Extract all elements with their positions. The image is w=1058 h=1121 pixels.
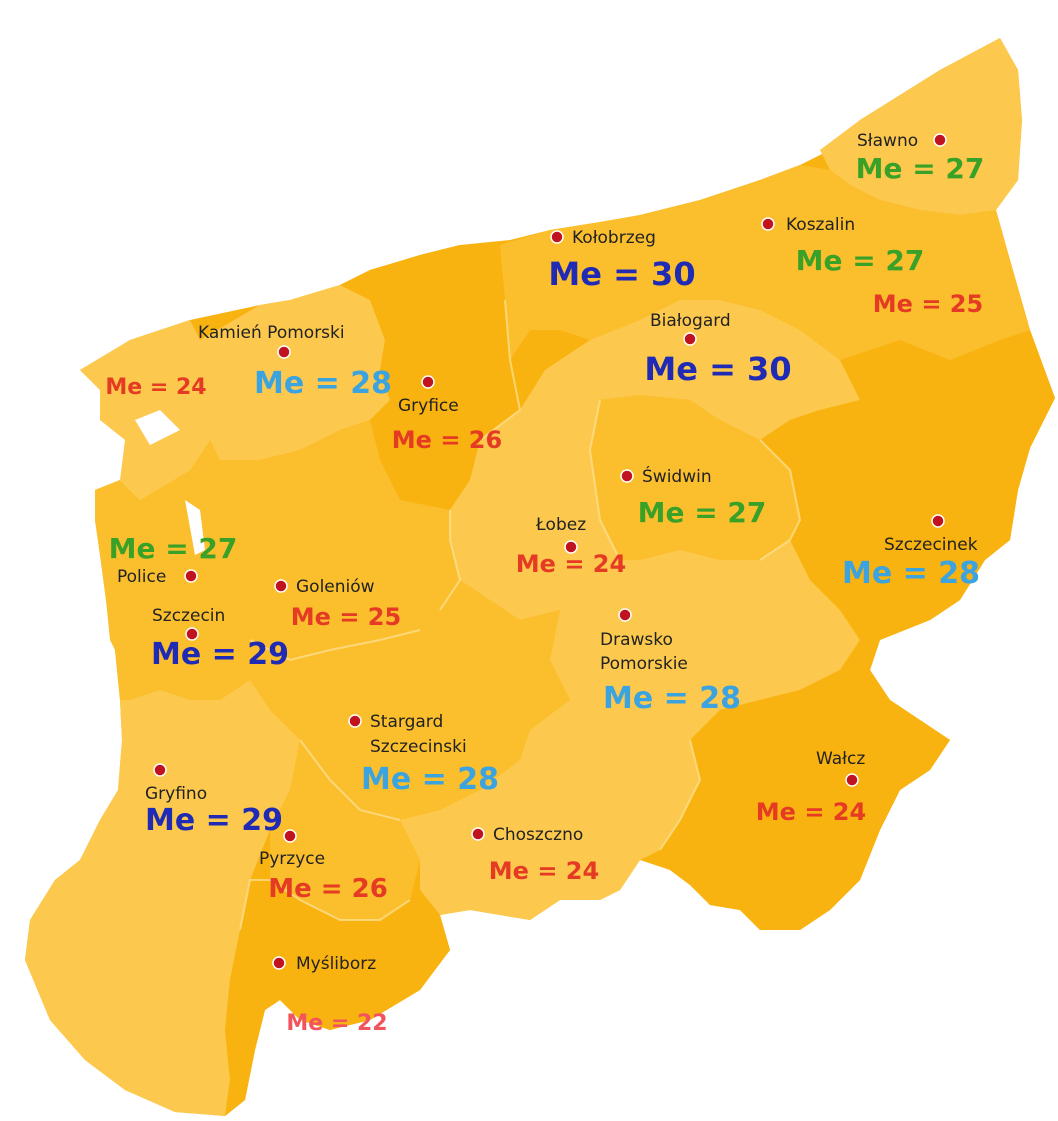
city-name-kolobrzeg: Kołobrzeg: [572, 228, 656, 248]
city-marker-szczecin[interactable]: [185, 627, 199, 641]
district-walcz: [660, 640, 950, 930]
district-szczecinek: [760, 330, 1055, 640]
median-szczecinek: Me = 28: [842, 556, 980, 591]
district-gryfino: [25, 680, 300, 1116]
median-szczecin: Me = 29: [151, 637, 289, 672]
city-name-lobez: Łobez: [535, 515, 586, 535]
median-bialogard: Me = 30: [644, 350, 791, 388]
median-gryfice: Me = 26: [392, 426, 502, 454]
island-wolin: [80, 320, 250, 500]
city-name-szczecinek: Szczecinek: [884, 535, 978, 555]
city-name-line2-stargard: Szczecinski: [370, 737, 467, 757]
district-police: [95, 470, 200, 640]
district-koszalin: [720, 170, 1030, 360]
median-pyrzyce: Me = 26: [268, 874, 388, 904]
city-name-drawsko: Drawsko: [600, 630, 673, 650]
city-name-line2-drawsko: Pomorskie: [600, 654, 688, 674]
district-lobez: [450, 370, 620, 620]
city-marker-drawsko[interactable]: [618, 608, 632, 622]
median-police: Me = 27: [109, 532, 238, 565]
city-marker-stargard[interactable]: [348, 714, 362, 728]
median-kolobrzeg: Me = 30: [548, 255, 695, 293]
city-name-bialogard: Białogard: [650, 311, 731, 331]
district-stargard: [250, 580, 570, 820]
median-lobez: Me = 24: [516, 550, 626, 578]
district-bialogard: [545, 300, 860, 440]
district-kamien: [200, 285, 390, 460]
district-szczecin: [110, 560, 250, 700]
city-name-mysliborz: Myśliborz: [296, 954, 376, 974]
district-mysliborz: [225, 880, 450, 1116]
median-secondary-koszalin: Me = 25: [873, 290, 983, 318]
city-name-kamien: Kamień Pomorski: [198, 323, 345, 343]
city-name-slawno: Sławno: [857, 131, 918, 151]
median-walcz: Me = 24: [756, 798, 866, 826]
city-name-gryfino: Gryfino: [145, 784, 207, 804]
district-borders: [239, 299, 802, 931]
city-marker-choszczno[interactable]: [471, 827, 485, 841]
median-slawno: Me = 27: [856, 152, 985, 185]
city-marker-kamien[interactable]: [277, 345, 291, 359]
district-slawno: [820, 38, 1022, 215]
city-marker-szczecinek[interactable]: [931, 514, 945, 528]
city-marker-kolobrzeg[interactable]: [550, 230, 564, 244]
district-choszczno: [400, 700, 700, 920]
city-marker-swidwin[interactable]: [620, 469, 634, 483]
median-mysliborz: Me = 22: [286, 1011, 387, 1036]
median-drawsko: Me = 28: [603, 681, 741, 716]
city-marker-police[interactable]: [184, 569, 198, 583]
district-swidwin: [590, 395, 800, 560]
city-name-szczecin: Szczecin: [152, 606, 225, 626]
city-marker-pyrzyce[interactable]: [283, 829, 297, 843]
city-marker-goleniow[interactable]: [274, 579, 288, 593]
city-name-police: Police: [117, 567, 166, 587]
city-name-walcz: Wałcz: [816, 749, 865, 769]
median-swidwin: Me = 27: [638, 496, 767, 529]
city-name-swidwin: Świdwin: [642, 465, 712, 487]
district-kolobrzeg: [500, 165, 830, 360]
city-marker-bialogard[interactable]: [683, 332, 697, 346]
median-goleniow: Me = 25: [291, 603, 401, 631]
city-name-goleniow: Goleniów: [296, 577, 375, 597]
city-marker-gryfino[interactable]: [153, 763, 167, 777]
water-estuary: [185, 500, 205, 555]
city-marker-walcz[interactable]: [845, 773, 859, 787]
district-goleniow: [190, 420, 460, 660]
median-choszczno: Me = 24: [489, 857, 599, 885]
city-marker-mysliborz[interactable]: [272, 956, 286, 970]
city-marker-slawno[interactable]: [933, 133, 947, 147]
city-name-gryfice: Gryfice: [398, 396, 459, 416]
district-pyrzyce: [270, 740, 420, 920]
median-secondary-kamien: Me = 24: [105, 375, 206, 400]
city-marker-gryfice[interactable]: [421, 375, 435, 389]
city-name-stargard: Stargard: [370, 712, 443, 732]
city-name-pyrzyce: Pyrzyce: [259, 849, 325, 869]
city-name-choszczno: Choszczno: [493, 825, 583, 845]
water-lagoon: [135, 410, 180, 445]
district-drawsko: [550, 540, 860, 740]
median-gryfino: Me = 29: [145, 803, 283, 838]
median-kamien: Me = 28: [254, 366, 392, 401]
median-koszalin: Me = 27: [796, 244, 925, 277]
city-marker-koszalin[interactable]: [761, 217, 775, 231]
city-name-koszalin: Koszalin: [786, 215, 855, 235]
city-marker-lobez[interactable]: [564, 540, 578, 554]
median-stargard: Me = 28: [361, 762, 499, 797]
